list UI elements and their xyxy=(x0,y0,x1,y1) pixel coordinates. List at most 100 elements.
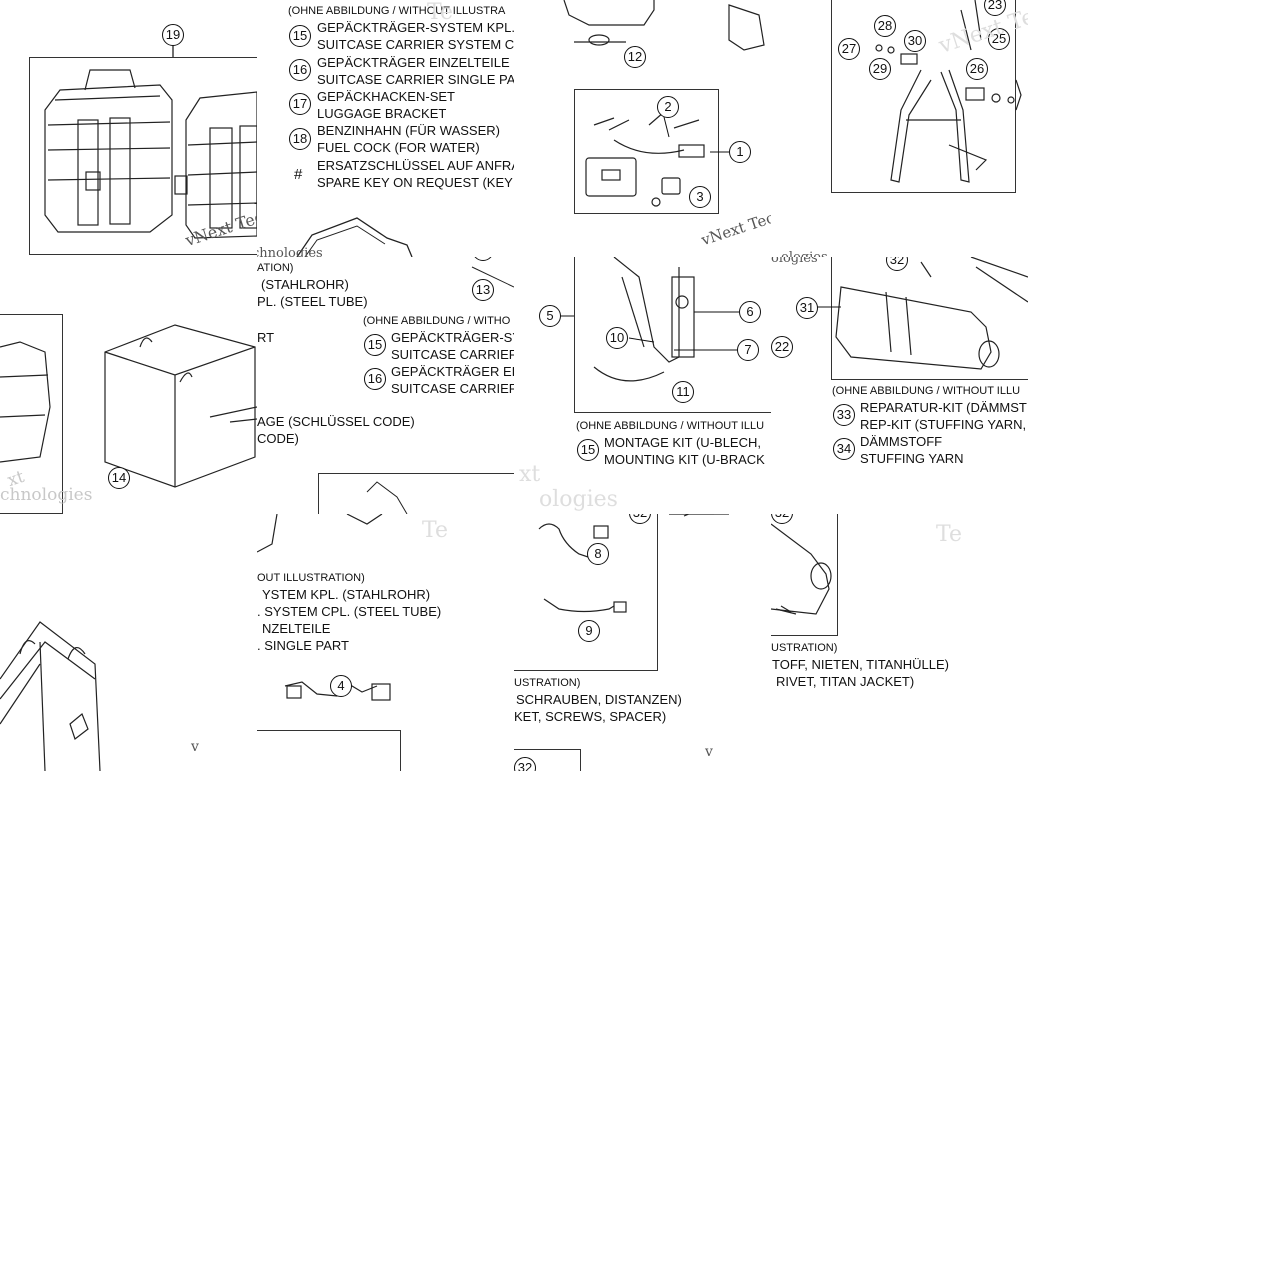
exhaust-row33-de: REPARATUR-KIT (DÄMMST xyxy=(860,400,1027,415)
legend-heading: (OHNE ABBILDUNG / WITHOUT ILLUSTRA xyxy=(288,5,506,17)
stand-drawing xyxy=(875,0,1022,183)
tile-topcase: 14 xt chnologies xyxy=(0,257,257,514)
tile-legend-top: (OHNE ABBILDUNG / WITHOUT ILLUSTRA 15 GE… xyxy=(257,0,514,257)
callout-29: 29 xyxy=(869,58,891,80)
callout-11: 11 xyxy=(672,381,694,403)
callout-28: 28 xyxy=(874,15,896,37)
wiring-drawing xyxy=(538,514,729,613)
bottom-l4: . SINGLE PART xyxy=(257,638,349,653)
mounting-frame xyxy=(574,257,771,413)
row-hash-num: # xyxy=(294,166,303,183)
carrier-drawing xyxy=(366,266,514,514)
callout-32c: 32 xyxy=(514,757,536,771)
carrier-frame xyxy=(318,473,514,514)
mount-heading: (OHNE ABBILDUNG / WITHOUT ILLU xyxy=(576,420,765,432)
mid-row16-de: GEPÄCKTRÄGER EI xyxy=(391,364,514,379)
tile-exhaust-2: 32 USTRATION) TOFF, NIETEN, TITANHÜLLE) … xyxy=(771,514,1028,771)
callout-30: 30 xyxy=(904,30,926,52)
exhaust-frame xyxy=(831,257,1028,380)
wiring-l2: KET, SCREWS, SPACER) xyxy=(514,709,667,724)
suitcases-frame xyxy=(29,57,257,255)
tile-legend-mid: ATION) (STAHLROHR) PL. (STEEL TUBE) RT A… xyxy=(257,257,514,514)
watermark-faint: Te xyxy=(427,0,453,25)
callout-15: 15 xyxy=(289,25,311,47)
tile-wiring: 8 9 32 32 USTRATION) SCHRAUBEN, DISTANZE… xyxy=(514,514,771,771)
row16-de: GEPÄCKTRÄGER EINZELTEILE xyxy=(317,55,510,70)
exhaust2-frame xyxy=(771,514,838,636)
callout-9: 9 xyxy=(578,620,600,642)
callout-31: 31 xyxy=(796,297,818,319)
wiring-frame-2 xyxy=(514,749,581,771)
wiring-heading: USTRATION) xyxy=(514,677,581,689)
bottom-l1: YSTEM KPL. (STAHLROHR) xyxy=(262,587,431,602)
callout-23: 23 xyxy=(984,0,1006,16)
callout-26: 26 xyxy=(966,58,988,80)
row18-de: BENZINHAHN (FÜR WASSER) xyxy=(317,123,500,138)
row17-de: GEPÄCKHACKEN-SET xyxy=(317,89,455,104)
callout-27: 27 xyxy=(838,38,860,60)
alarm-parts xyxy=(585,111,729,207)
tile-stand: 28 27 30 29 25 26 23 vNext Technologies … xyxy=(771,0,1028,257)
exhaust-heading: (OHNE ABBILDUNG / WITHOUT ILLU xyxy=(832,385,1021,397)
alarm-drawing xyxy=(563,0,765,51)
topcase-frame xyxy=(0,314,63,514)
watermark-next: xt xyxy=(519,462,541,487)
bottom-l2: . SYSTEM CPL. (STEEL TUBE) xyxy=(257,604,442,619)
callout-16: 16 xyxy=(289,59,311,81)
callout-7: 7 xyxy=(737,339,759,361)
bottom-l3: NZELTEILE xyxy=(262,621,331,636)
mid-line1: ATION) xyxy=(257,262,294,274)
topcase-drawing xyxy=(0,324,257,488)
callout-34: 34 xyxy=(833,438,855,460)
exhaust-row34-de: DÄMMSTOFF xyxy=(860,434,943,449)
topcase2-drawing xyxy=(0,621,101,771)
mid-row16-en: SUITCASE CARRIER xyxy=(391,381,514,396)
exhaust2-l1: TOFF, NIETEN, TITANHÜLLE) xyxy=(772,657,949,672)
watermark-te: Te xyxy=(422,518,448,543)
bottom-frame xyxy=(257,730,401,771)
row-hash-de: ERSATZSCHLÜSSEL AUF ANFRA xyxy=(317,158,514,173)
watermark-te-2: Te xyxy=(936,522,962,547)
callout-3: 3 xyxy=(689,186,711,208)
row18-en: FUEL COCK (FOR WATER) xyxy=(317,140,480,155)
tile-legend-bottom: OUT ILLUSTRATION) YSTEM KPL. (STAHLROHR)… xyxy=(257,514,514,771)
callout-17: 17 xyxy=(289,93,311,115)
callout-6: 6 xyxy=(739,301,761,323)
callout-22: 22 xyxy=(771,336,793,358)
callout-33: 33 xyxy=(833,404,855,426)
mid-line4: RT xyxy=(257,330,275,345)
callout-12: 12 xyxy=(624,46,646,68)
tile-mounting: 5 6 10 7 11 (OHNE ABBILDUNG / WITHOUT IL… xyxy=(514,257,771,514)
mid-line3: PL. (STEEL TUBE) xyxy=(257,294,368,309)
wiring-l1: SCHRAUBEN, DISTANZEN) xyxy=(516,692,682,707)
stand-frame xyxy=(831,0,1016,193)
exhaust2-drawing xyxy=(771,523,832,615)
row15-de: GEPÄCKTRÄGER-SYSTEM KPL. xyxy=(317,20,514,35)
watermark-v: v xyxy=(191,739,199,755)
callout-1: 1 xyxy=(729,141,751,163)
mount-row-en: MOUNTING KIT (U-BRACK xyxy=(604,452,765,467)
exhaust2-l2: RIVET, TITAN JACKET) xyxy=(776,674,915,689)
callout-13: 13 xyxy=(472,279,494,301)
mount-row-de: MONTAGE KIT (U-BLECH, xyxy=(604,435,761,450)
callout-14: 14 xyxy=(108,467,130,489)
exhaust-drawing xyxy=(817,257,1028,370)
row16-en: SUITCASE CARRIER SINGLE PAR xyxy=(317,72,514,87)
exhaust2-heading: USTRATION) xyxy=(771,642,838,654)
watermark-v-2: v xyxy=(705,744,713,760)
callout-5: 5 xyxy=(539,305,561,327)
callout-25: 25 xyxy=(988,28,1010,50)
watermark-ologies: ologies xyxy=(781,250,828,257)
watermark-ologies-3: ologies xyxy=(771,257,818,266)
tile-exhaust: 22 31 32 (OHNE ABBILDUNG / WITHOUT ILLU … xyxy=(771,257,1028,514)
tile-alarm: 12 2 1 3 vNext Technologies xyxy=(514,0,771,257)
callout-4: 4 xyxy=(330,675,352,697)
mid-heading: (OHNE ABBILDUNG / WITHO xyxy=(363,315,511,327)
watermark-ologies-2: ologies xyxy=(539,487,618,512)
row17-en: LUGGAGE BRACKET xyxy=(317,106,447,121)
callout-19: 19 xyxy=(162,24,184,46)
suitcases-drawing xyxy=(44,44,257,239)
callout-15c: 15 xyxy=(577,439,599,461)
mid-row15-en: SUITCASE CARRIER xyxy=(391,347,514,362)
callout-16b: 16 xyxy=(364,368,386,390)
